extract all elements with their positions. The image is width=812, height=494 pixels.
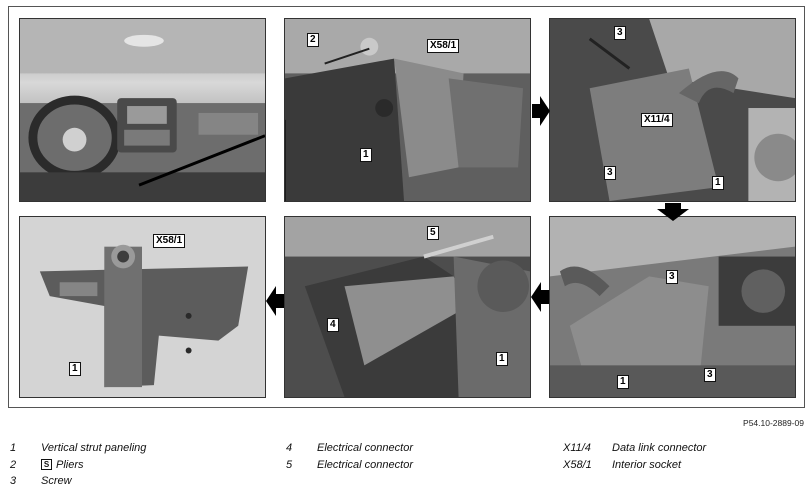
legend-item: 5 Electrical connector (286, 457, 413, 474)
legend-text: Electrical connector (317, 458, 413, 471)
legend-item: X58/1 Interior socket (563, 457, 706, 474)
legend-item: X11/4 Data link connector (563, 440, 706, 457)
arrow-down-icon (657, 203, 689, 221)
photo-dashboard-overview (19, 18, 266, 202)
callout-label: 3 (704, 368, 716, 382)
callout-label: 2 (307, 33, 319, 47)
photo-strut-panel-lower (549, 216, 796, 398)
legend-key: 2 (10, 458, 17, 471)
legend-text: Electrical connector (317, 442, 413, 455)
legend-column-3: X11/4 Data link connector X58/1 Interior… (563, 440, 706, 473)
legend-column-1: 1 Vertical strut paneling 2 S Pliers 3 S… (10, 440, 146, 490)
photo-strut-panel-upper (549, 18, 796, 202)
callout-label: 1 (360, 148, 372, 162)
callout-label: 3 (604, 166, 616, 180)
pliers-tool-icon: S (41, 459, 52, 471)
callout-label: 3 (614, 26, 626, 40)
arrow-left-icon (266, 286, 284, 316)
legend-text: Interior socket (612, 458, 682, 471)
legend-text: Data link connector (612, 442, 707, 455)
callout-label: 5 (427, 226, 439, 240)
figure-reference: P54.10-2889-09 (743, 418, 804, 428)
legend-text: Screw (41, 475, 72, 488)
callout-label: 1 (69, 362, 81, 376)
legend-item: 1 Vertical strut paneling (10, 440, 146, 457)
callout-label: 4 (327, 318, 339, 332)
legend-item: 2 S Pliers (10, 457, 146, 474)
legend-key: X11/4 (563, 442, 591, 455)
legend-text: Pliers (56, 458, 84, 471)
legend-item: 3 Screw (10, 473, 146, 490)
photo-connectors-detached (284, 216, 531, 398)
legend-column-2: 4 Electrical connector 5 Electrical conn… (286, 440, 413, 473)
callout-label: X11/4 (641, 113, 673, 127)
legend-key: 3 (10, 475, 17, 488)
legend-key: 5 (286, 458, 293, 471)
callout-label: X58/1 (153, 234, 186, 248)
photo-footwell-left (284, 18, 531, 202)
callout-label: 3 (666, 270, 678, 284)
legend-key: 1 (10, 442, 17, 455)
photo-removed-strut-paneling (19, 216, 266, 398)
callout-label: 1 (617, 375, 629, 389)
arrow-left-icon (531, 282, 549, 312)
legend-key: 4 (286, 442, 293, 455)
legend-text: Vertical strut paneling (41, 442, 147, 455)
callout-label: X58/1 (427, 39, 460, 53)
callout-label: 1 (496, 352, 508, 366)
arrow-right-icon (532, 96, 550, 126)
legend-key: X58/1 (563, 458, 592, 471)
legend-item: 4 Electrical connector (286, 440, 413, 457)
callout-label: 1 (712, 176, 724, 190)
